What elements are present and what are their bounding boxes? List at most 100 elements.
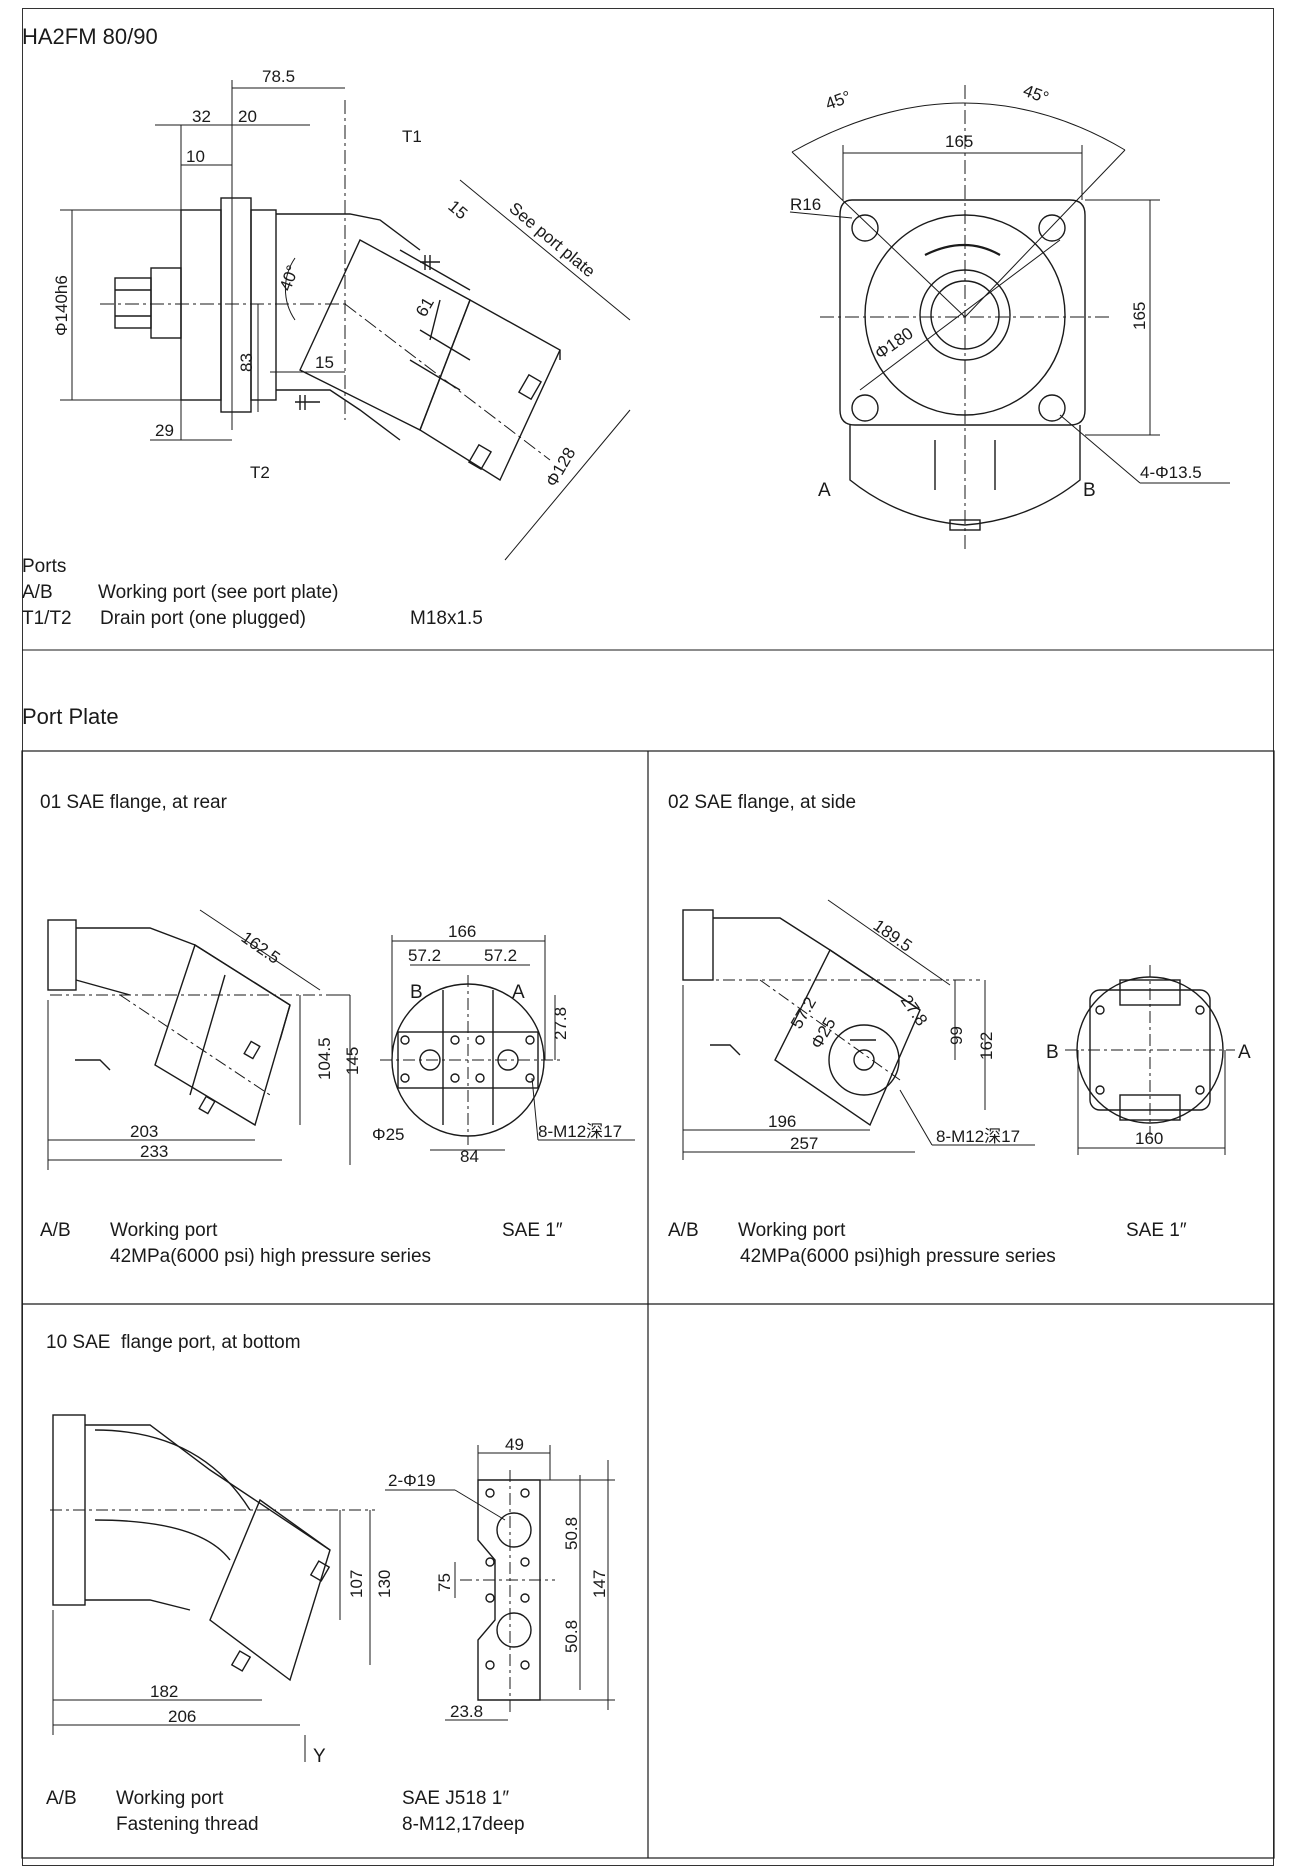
cell01-dim-84: 84 bbox=[460, 1147, 479, 1166]
ports-row-ab-code: A/B bbox=[22, 582, 53, 603]
cell02-spec: SAE 1″ bbox=[1126, 1220, 1187, 1241]
cell01-label-b: B bbox=[410, 982, 423, 1003]
front-view-dimensions bbox=[789, 102, 1230, 484]
dim-20: 20 bbox=[238, 107, 257, 126]
dim-15-upper: 15 bbox=[444, 197, 471, 224]
cell10-spec1: SAE J518 1″ bbox=[402, 1788, 510, 1809]
cell02-code: A/B bbox=[668, 1220, 699, 1241]
cell01-dimensions bbox=[47, 909, 635, 1170]
angle-45-right: 45° bbox=[1021, 81, 1052, 108]
front-view-motor bbox=[839, 199, 1086, 531]
cell02-title: 02 SAE flange, at side bbox=[668, 792, 857, 813]
cell02-dim-196: 196 bbox=[768, 1112, 796, 1131]
cell02-dim-99: 99 bbox=[947, 1026, 966, 1045]
side-view-centerlines bbox=[100, 100, 551, 461]
cell02-desc2: 42MPa(6000 psi)high pressure series bbox=[740, 1246, 1056, 1267]
cell10-desc2: Fastening thread bbox=[116, 1814, 259, 1835]
cell10-dim-49: 49 bbox=[505, 1435, 524, 1454]
dim-phi140h6: Φ140h6 bbox=[52, 275, 71, 336]
cell10-centerlines bbox=[50, 1470, 555, 1715]
ports-row-t-spec: M18x1.5 bbox=[410, 608, 483, 629]
dim-165-vertical: 165 bbox=[1130, 302, 1149, 330]
cell02-thread-note: 8-M12深17 bbox=[936, 1127, 1020, 1146]
cell10-flange bbox=[477, 1479, 541, 1701]
cell10-dim-75: 75 bbox=[435, 1573, 454, 1592]
cell10-dim-130: 130 bbox=[375, 1570, 394, 1598]
cell02-dim-189-5: 189.5 bbox=[870, 916, 916, 956]
cell01-title: 01 SAE flange, at rear bbox=[40, 792, 227, 813]
dim-61: 61 bbox=[412, 294, 438, 320]
cell02-desc1: Working port bbox=[738, 1220, 846, 1241]
dim-29: 29 bbox=[155, 421, 174, 440]
cell10-dim-2-holes: 2-Φ19 bbox=[388, 1471, 436, 1490]
label-port-b: B bbox=[1083, 480, 1096, 501]
dim-phi180: Φ180 bbox=[871, 324, 916, 364]
cell10-dim-23-8: 23.8 bbox=[450, 1702, 483, 1721]
cell01-spec: SAE 1″ bbox=[502, 1220, 563, 1241]
dim-40-deg: 40° bbox=[276, 263, 303, 294]
label-port-a: A bbox=[818, 480, 831, 501]
dim-r16: R16 bbox=[790, 195, 821, 214]
cell10-motor bbox=[52, 1414, 331, 1682]
cell02-label-a: A bbox=[1238, 1042, 1251, 1063]
cell01-motor bbox=[47, 919, 291, 1127]
cell02-dim-162: 162 bbox=[977, 1032, 996, 1060]
cell10-dim-50-8-lower: 50.8 bbox=[562, 1620, 581, 1653]
cell10-dim-182: 182 bbox=[150, 1682, 178, 1701]
dim-phi128: Φ128 bbox=[542, 444, 579, 490]
dim-4-holes: 4-Φ13.5 bbox=[1140, 463, 1202, 482]
cell01-dim-233: 233 bbox=[140, 1142, 168, 1161]
cell10-dimensions bbox=[52, 1445, 615, 1762]
cell02-dim-phi25: Φ25 bbox=[807, 1014, 840, 1052]
cell02-dim-57-2: 57.2 bbox=[787, 994, 820, 1032]
cell01-desc1: Working port bbox=[110, 1220, 218, 1241]
cell02-label-b: B bbox=[1046, 1042, 1059, 1063]
dim-165-horizontal: 165 bbox=[945, 132, 973, 151]
cell01-dim-27-8: 27.8 bbox=[551, 1007, 570, 1040]
cell01-dim-57-2-right: 57.2 bbox=[484, 946, 517, 965]
dim-32: 32 bbox=[192, 107, 211, 126]
side-view-dimensions bbox=[60, 80, 631, 561]
cell02-centerlines bbox=[700, 965, 1235, 1135]
label-see-port-plate: See port plate bbox=[505, 199, 598, 282]
dim-78-5: 78.5 bbox=[262, 67, 295, 86]
ports-row-ab-desc: Working port (see port plate) bbox=[98, 582, 339, 603]
cell10-dim-107: 107 bbox=[347, 1570, 366, 1598]
cell01-dim-145: 145 bbox=[343, 1047, 362, 1075]
cell02-dimensions bbox=[682, 899, 1226, 1160]
cell01-dim-203: 203 bbox=[130, 1122, 158, 1141]
cell10-dim-206: 206 bbox=[168, 1707, 196, 1726]
page-title: HA2FM 80/90 bbox=[22, 24, 158, 49]
cell02-motor bbox=[682, 909, 921, 1127]
label-t1: T1 bbox=[402, 127, 422, 146]
cell01-dim-104-5: 104.5 bbox=[315, 1037, 334, 1080]
cell01-code: A/B bbox=[40, 1220, 71, 1241]
ports-heading: Ports bbox=[22, 556, 67, 577]
front-view-centerlines bbox=[820, 85, 1110, 550]
port-plate-heading: Port Plate bbox=[22, 704, 119, 729]
label-t2: T2 bbox=[250, 463, 270, 482]
dim-83: 83 bbox=[237, 353, 256, 372]
ports-row-t-desc: Drain port (one plugged) bbox=[100, 608, 306, 629]
cell01-dim-phi25: Φ25 bbox=[372, 1125, 404, 1144]
cell10-dim-147: 147 bbox=[590, 1570, 609, 1598]
ports-row-t-code: T1/T2 bbox=[22, 608, 72, 629]
cell01-desc2: 42MPa(6000 psi) high pressure series bbox=[110, 1246, 432, 1267]
dim-15-lower: 15 bbox=[315, 353, 334, 372]
cell01-label-a: A bbox=[512, 982, 525, 1003]
dim-10: 10 bbox=[186, 147, 205, 166]
cell01-thread-note: 8-M12深17 bbox=[538, 1122, 622, 1141]
cell10-label-y: Y bbox=[313, 1746, 326, 1767]
cell02-dim-160: 160 bbox=[1135, 1129, 1163, 1148]
cell01-dim-166: 166 bbox=[448, 922, 476, 941]
side-view-motor bbox=[114, 197, 561, 482]
cell10-desc1: Working port bbox=[116, 1788, 224, 1809]
angle-45-left: 45° bbox=[823, 87, 854, 114]
cell10-spec2: 8-M12,17deep bbox=[402, 1814, 525, 1835]
cell02-dim-257: 257 bbox=[790, 1134, 818, 1153]
cell10-code: A/B bbox=[46, 1788, 77, 1809]
cell01-dim-162-5: 162.5 bbox=[238, 928, 284, 968]
cell10-title: 10 SAE flange port, at bottom bbox=[46, 1332, 301, 1353]
cell10-dim-50-8-upper: 50.8 bbox=[562, 1517, 581, 1550]
